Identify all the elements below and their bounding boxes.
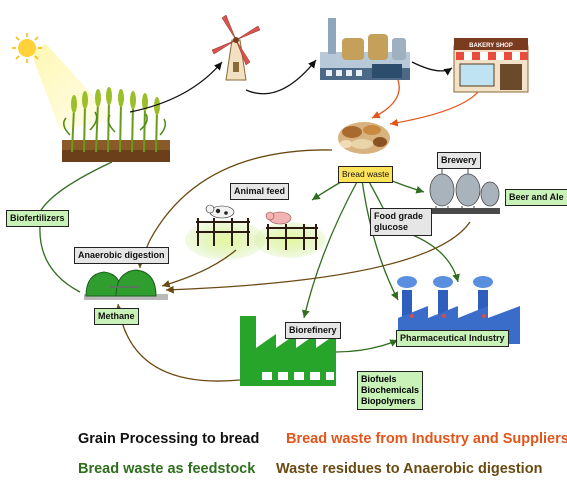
biorefinery-to-pharma-arrow — [335, 339, 399, 353]
bio-products-label: Biofuels Biochemicals Biopolymers — [357, 371, 424, 410]
legend-bread-waste-feedstock: Bread waste as feedstock — [78, 461, 256, 477]
biofertilizer-loop-arrow — [39, 161, 113, 213]
biofuels-text: Biofuels — [361, 374, 397, 384]
animal-feed-to-digester-arrow — [161, 249, 237, 288]
food-grade-glucose-label: Food grade glucose — [370, 208, 432, 236]
methane-label: Methane — [94, 308, 139, 325]
grain-to-windmill-arrow — [129, 61, 223, 113]
windmill-icon — [211, 14, 261, 81]
factory-to-bakery-arrow — [411, 61, 453, 76]
biochemicals-text: Biochemicals — [361, 385, 420, 395]
brewery-tanks-icon — [425, 165, 500, 214]
biopolymers-text: Biopolymers — [361, 396, 416, 406]
bakery-to-bread-waste-arrow — [389, 91, 479, 127]
bread-pile-icon — [338, 122, 390, 154]
animal-pen-icon — [185, 204, 326, 260]
bakery-sign-text: BAKERY SHOP — [469, 43, 513, 49]
brewery-label: Brewery — [437, 152, 481, 169]
beer-and-ale-label: Beer and Ale — [505, 189, 567, 206]
legend-waste-residues: Waste residues to Anaerobic digestion — [276, 461, 543, 477]
anaerobic-digestion-label: Anaerobic digestion — [74, 247, 169, 264]
animal-feed-label: Animal feed — [230, 183, 290, 200]
grain-factory-icon — [320, 18, 410, 80]
bread-waste-to-pharma-arrow — [361, 179, 399, 301]
bread-waste-label: Bread waste — [338, 166, 394, 183]
windmill-to-factory-arrow — [245, 59, 317, 95]
anaerobic-digester-icon — [84, 269, 168, 300]
sun-icon — [12, 33, 115, 130]
legend-grain-processing: Grain Processing to bread — [78, 431, 260, 447]
bread-waste-to-biorefinery-arrow — [301, 179, 359, 319]
bakery-shop-icon: BAKERY SHOP — [453, 38, 529, 93]
biofertilizer-to-digester-arrow — [39, 225, 81, 293]
brewery-to-digester-arrow — [165, 221, 471, 294]
wheat-field-icon — [62, 87, 170, 162]
bread-waste-to-glucose-arrow — [367, 179, 385, 211]
pharmaceutical-industry-label: Pharmaceutical Industry — [396, 330, 509, 347]
biofertilizers-label: Biofertilizers — [6, 210, 69, 227]
biorefinery-label: Biorefinery — [285, 322, 341, 339]
factory-to-bread-waste-arrow — [371, 79, 400, 119]
glucose-to-pharma-arrow — [409, 233, 460, 283]
biorefinery-factory-icon — [240, 316, 336, 386]
legend-bread-waste-industry: Bread waste from Industry and Suppliers — [286, 431, 567, 447]
